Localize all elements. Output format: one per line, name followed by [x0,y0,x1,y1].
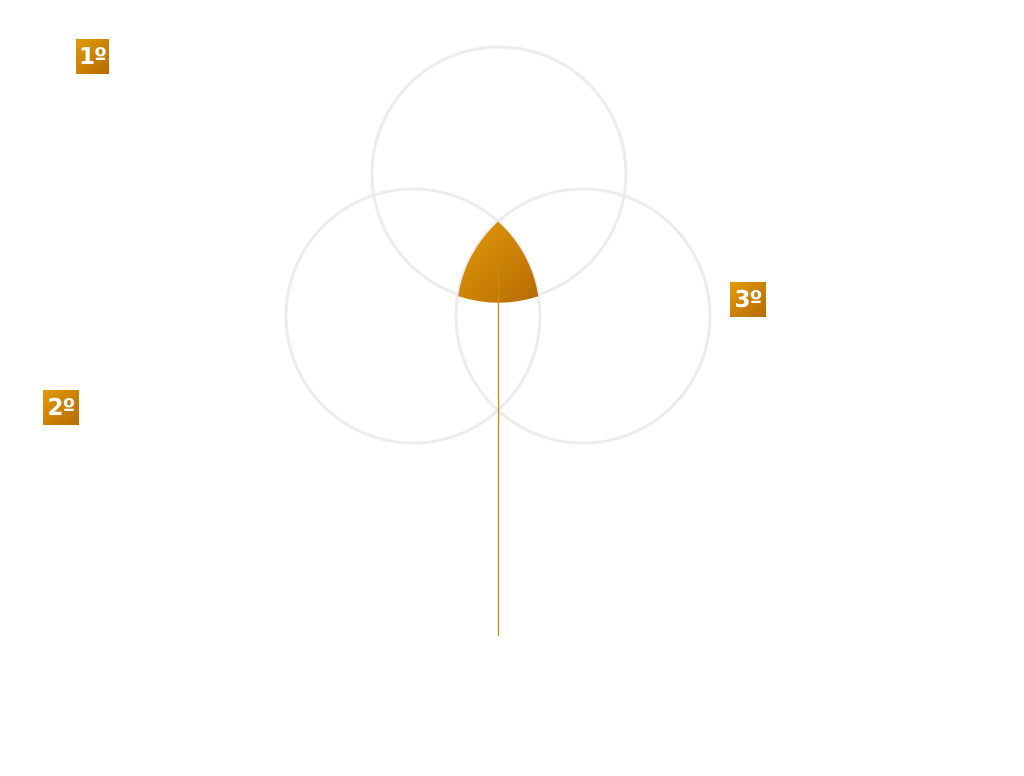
step-2-badge: 2º [43,390,79,425]
venn-circle-left [284,187,542,445]
venn-circle-right [454,187,712,445]
step-1-badge: 1º [76,39,109,74]
step-3-badge: 3º [730,282,766,317]
